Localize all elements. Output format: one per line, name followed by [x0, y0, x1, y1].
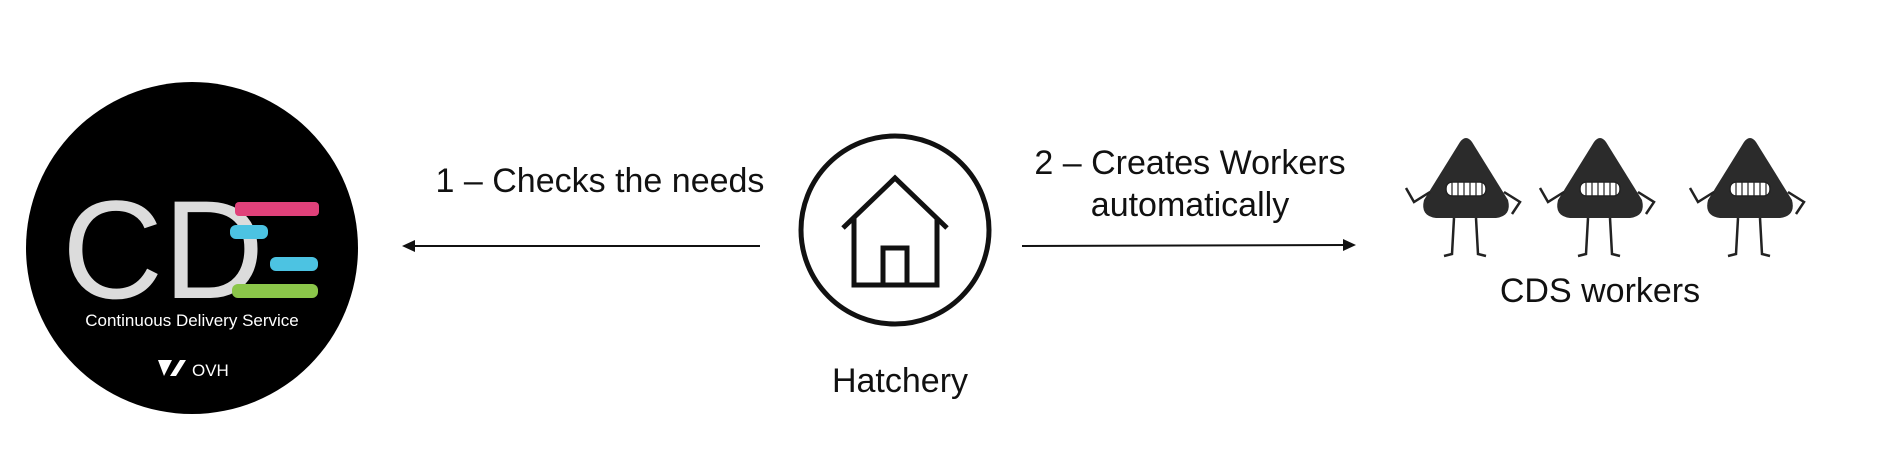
arrow-left-label: 1 – Checks the needs: [435, 162, 765, 200]
cds-logo-letters: CD: [62, 171, 264, 328]
cds-logo-bar-cyan-2: [270, 257, 318, 271]
arrow-left: [402, 240, 760, 252]
cds-logo-tagline: Continuous Delivery Service: [85, 311, 299, 330]
cds-logo: CD Continuous Delivery Service OVH: [26, 82, 358, 414]
arrow-right-label-line2: automatically: [1090, 186, 1290, 224]
cds-logo-bar-green: [232, 284, 318, 298]
worker-icon-2: [1538, 136, 1656, 258]
cds-logo-bar-pink: [235, 202, 319, 216]
arrow-right-label-line1: 2 – Creates Workers: [1034, 144, 1346, 182]
worker-icon-3: [1688, 136, 1806, 258]
ovh-logo-icon: [158, 360, 186, 376]
house-icon: [798, 133, 992, 327]
worker-icon-1: [1404, 136, 1522, 258]
cds-logo-vendor: OVH: [192, 361, 229, 380]
workers-group: [1404, 136, 1806, 258]
cds-logo-bar-cyan-1: [230, 225, 268, 239]
cds-logo-circle: [26, 82, 358, 414]
workers-label: CDS workers: [1499, 272, 1701, 310]
arrow-right: [1021, 239, 1356, 251]
hatchery-label: Hatchery: [831, 362, 969, 400]
